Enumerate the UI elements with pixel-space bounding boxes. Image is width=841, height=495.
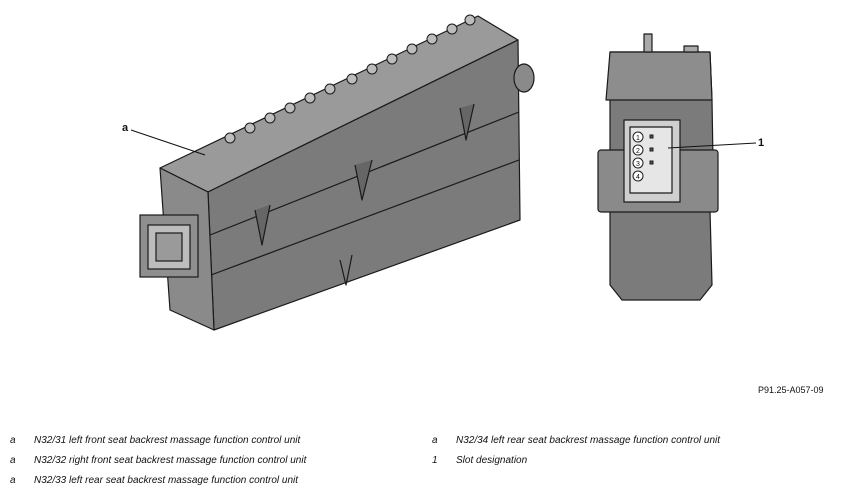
legend-text: N32/34 left rear seat backrest massage f… [456, 435, 721, 446]
legend-key: a [432, 435, 438, 446]
control-unit-illustration: 1 2 3 4 [130, 14, 757, 331]
callout-1-label: 1 [758, 137, 765, 149]
callout-1-line [667, 142, 757, 149]
pin-label-3: 3 [636, 161, 640, 168]
legend-key: a [10, 475, 16, 486]
legend-text: Slot designation [456, 455, 528, 466]
legend-key: a [10, 455, 16, 466]
pin-label-4: 4 [636, 174, 640, 181]
pin-label-1: 1 [636, 135, 640, 142]
slot-pins: 1 2 3 4 [632, 131, 654, 182]
legend-key: a [10, 435, 16, 446]
end-view-body [597, 33, 719, 301]
legend-left-column: a N32/31 left front seat backrest massag… [10, 435, 410, 490]
legend-right-column: a N32/34 left rear seat backrest massage… [432, 435, 832, 475]
legend-text: N32/31 left front seat backrest massage … [34, 435, 301, 446]
control-unit-body [159, 15, 535, 331]
legend-text: N32/32 right front seat backrest massage… [34, 455, 307, 466]
callout-a-line [130, 129, 206, 156]
legend-text: N32/33 left rear seat backrest massage f… [34, 475, 299, 486]
end-connector [139, 214, 199, 278]
legend-key: 1 [432, 455, 438, 466]
callout-a-label: a [122, 122, 129, 134]
control-unit-drawing: 1 2 3 4 [130, 14, 757, 331]
figure-code: P91.25-A057-09 [758, 385, 824, 395]
top-pin-row [224, 14, 476, 144]
pin-label-2: 2 [636, 148, 640, 155]
